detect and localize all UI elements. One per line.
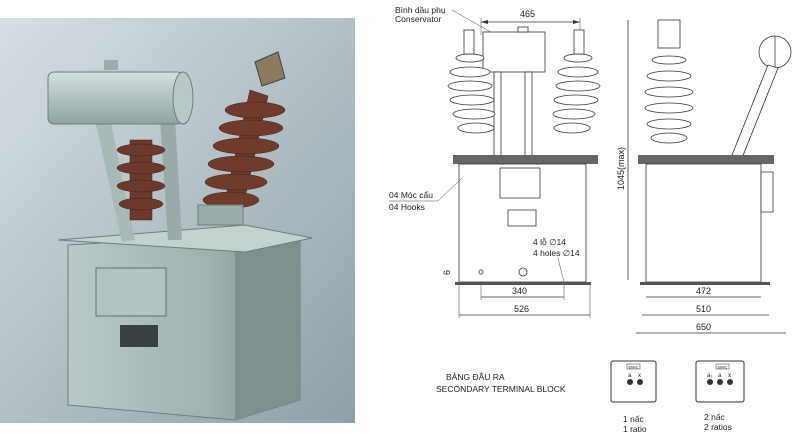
svg-text:a: a <box>628 373 632 379</box>
hooks-label-vi: 04 Móc cẩu <box>389 190 433 200</box>
holes-label-vi: 4 lỗ ∅14 <box>533 237 566 247</box>
svg-text:EMIC: EMIC <box>718 364 728 369</box>
secondary-terminal-block: BẢNG ĐẦU RA SECONDARY TERMINAL BLOCK EMI… <box>436 360 745 434</box>
tank-flange <box>453 155 598 164</box>
dim-465: 465 <box>520 9 535 19</box>
dim-510: 510 <box>696 304 711 314</box>
bushing-right <box>552 29 601 134</box>
terminal-box <box>95 267 167 317</box>
terminal-plate-1-ratio: EMIC a x 1 nấc 1 ratio <box>610 360 657 434</box>
conservator-label-en: Conservator <box>395 14 441 24</box>
terminal-title-vi: BẢNG ĐẦU RA <box>446 371 505 382</box>
dim-472: 472 <box>696 286 711 296</box>
terminal-box-front <box>499 167 541 199</box>
holes-label-en: 4 holes ∅14 <box>533 248 580 258</box>
one-ratio-vi: 1 nấc <box>623 414 645 424</box>
dim-1045: 1045(max) <box>616 147 626 190</box>
two-ratio-vi: 2 nấc <box>704 412 726 422</box>
hooks-label-en: 04 Hooks <box>389 202 425 212</box>
conservator-label-vi: Bình dầu phụ <box>395 5 446 15</box>
side-bushing <box>644 55 694 144</box>
bushing-left <box>447 29 496 134</box>
insulator-right <box>202 89 286 221</box>
conservator-tank <box>482 31 546 73</box>
dim-526: 526 <box>514 304 529 314</box>
svg-text:a: a <box>718 373 722 379</box>
svg-text:x: x <box>728 373 731 379</box>
terminal-title-en: SECONDARY TERMINAL BLOCK <box>436 384 566 394</box>
dim-6: 6 <box>442 270 452 275</box>
two-ratio-en: 2 ratios <box>704 422 732 432</box>
conservator <box>47 71 184 125</box>
front-view-drawing: 465 Bình dầu phụ Conservator 04 Móc cẩu … <box>389 5 601 318</box>
one-ratio-en: 1 ratio <box>623 424 647 434</box>
svg-text:x: x <box>638 373 641 379</box>
svg-text:EMIC: EMIC <box>629 364 639 369</box>
terminal-plate-2-ratios: EMIC a₁ a x 2 nấc 2 ratios <box>695 360 745 432</box>
svg-text:a₁: a₁ <box>707 373 712 379</box>
dim-650: 650 <box>696 322 711 332</box>
nameplate <box>120 325 158 347</box>
side-view-drawing: 1045(max) 472 510 650 <box>616 19 792 334</box>
insulator-left <box>116 139 166 221</box>
dim-340: 340 <box>512 286 527 296</box>
product-photo <box>0 18 355 423</box>
